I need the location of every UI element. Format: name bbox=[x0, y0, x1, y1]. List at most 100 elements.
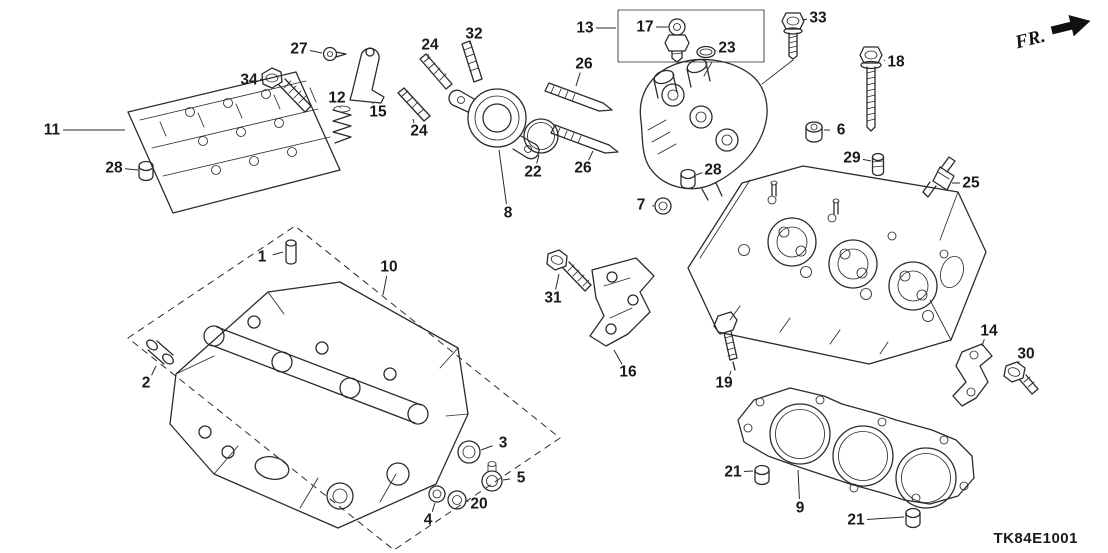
leader-line-29 bbox=[862, 158, 872, 162]
leader-line-8 bbox=[498, 149, 507, 205]
leader-line-5 bbox=[502, 478, 511, 481]
callout-14: 14 bbox=[980, 323, 998, 340]
leader-line-21 bbox=[743, 470, 754, 473]
callout-20: 20 bbox=[470, 496, 487, 513]
leader-line-22 bbox=[536, 154, 540, 164]
part-28-sealing-plug-left bbox=[138, 160, 154, 182]
callout-32: 32 bbox=[465, 26, 482, 43]
part-2-dowel-pin bbox=[146, 339, 174, 365]
leader-line-1 bbox=[272, 251, 284, 256]
callout-31: 31 bbox=[544, 290, 562, 307]
leader-line-30 bbox=[1017, 360, 1020, 365]
callout-9: 9 bbox=[796, 500, 805, 517]
callout-24: 24 bbox=[421, 37, 439, 54]
part-11-rocker-arm-assembly bbox=[127, 71, 341, 214]
callout-26: 26 bbox=[574, 160, 592, 177]
part-5-valve-seal bbox=[481, 461, 503, 492]
callout-26: 26 bbox=[575, 56, 593, 73]
rear-cylinder-head bbox=[687, 165, 987, 365]
leader-line-26 bbox=[575, 72, 581, 87]
part-34-flange-bolt bbox=[261, 67, 312, 113]
fr-arrow-icon bbox=[1050, 15, 1091, 37]
part-24-stud-lower bbox=[397, 87, 431, 122]
leader-line-19 bbox=[729, 370, 732, 376]
leader-line-4 bbox=[431, 502, 436, 512]
callout-2: 2 bbox=[142, 375, 151, 392]
part-13-spool-valve-assembly bbox=[639, 58, 768, 201]
leader-line-18 bbox=[883, 59, 886, 61]
callout-3: 3 bbox=[499, 435, 508, 452]
leader-line-14 bbox=[981, 338, 985, 347]
part-31-flange-bolt bbox=[546, 249, 592, 292]
leader-line-28 bbox=[695, 172, 703, 176]
leader-line-33 bbox=[801, 18, 808, 21]
part-17-oil-pressure-switch bbox=[664, 18, 690, 63]
leader-line-3 bbox=[480, 445, 493, 451]
callout-6: 6 bbox=[837, 122, 846, 139]
callout-8: 8 bbox=[504, 205, 513, 222]
part-30-flange-bolt bbox=[1003, 361, 1039, 395]
part-20-washer bbox=[447, 490, 467, 510]
part-29-stud bbox=[871, 152, 885, 177]
callout-29: 29 bbox=[843, 150, 861, 167]
part-8-camshaft-end-cover bbox=[448, 88, 540, 160]
part-4-washer bbox=[428, 485, 446, 503]
callout-5: 5 bbox=[517, 470, 526, 487]
part-15-bracket-arm bbox=[349, 47, 385, 104]
callout-33: 33 bbox=[809, 10, 827, 27]
part-22-o-ring bbox=[523, 118, 559, 154]
part-23-o-ring bbox=[696, 45, 716, 59]
callout-28: 28 bbox=[105, 160, 123, 177]
callout-17: 17 bbox=[636, 19, 653, 36]
part-18-long-bolt bbox=[859, 46, 883, 132]
callout-23: 23 bbox=[718, 40, 736, 57]
callout-12: 12 bbox=[328, 90, 345, 107]
leader-line-16 bbox=[613, 349, 623, 365]
part-3-spring-seat bbox=[457, 440, 481, 464]
callout-22: 22 bbox=[524, 164, 541, 181]
leader-line-24 bbox=[412, 118, 415, 124]
part-12-spring bbox=[332, 105, 352, 144]
callout-27: 27 bbox=[290, 41, 307, 58]
part-7-seal-ring bbox=[654, 197, 672, 215]
part-19-spark-plug bbox=[713, 311, 738, 371]
part-21-plug-left bbox=[754, 464, 770, 486]
callout-21: 21 bbox=[847, 512, 865, 529]
part-24-stud-upper bbox=[419, 53, 453, 90]
part-27-screw bbox=[322, 46, 347, 62]
part-16-bracket bbox=[589, 257, 655, 347]
diagram-code: TK84E1001 bbox=[993, 530, 1078, 547]
part-9-head-gasket bbox=[737, 387, 975, 509]
leader-line-28 bbox=[124, 168, 139, 171]
callout-30: 30 bbox=[1017, 346, 1034, 363]
leader-line-9 bbox=[797, 469, 800, 500]
callout-4: 4 bbox=[424, 512, 433, 529]
callout-24: 24 bbox=[410, 123, 428, 140]
leader-line-20 bbox=[466, 500, 469, 503]
callout-21: 21 bbox=[724, 464, 742, 481]
leader-line-26 bbox=[588, 150, 594, 161]
callout-28: 28 bbox=[704, 162, 722, 179]
callout-1: 1 bbox=[258, 249, 267, 266]
callout-7: 7 bbox=[637, 197, 646, 214]
leader-line-2 bbox=[151, 365, 157, 376]
leader-line-27 bbox=[309, 50, 323, 54]
callout-18: 18 bbox=[887, 54, 905, 71]
part-6-cap-bolt bbox=[805, 121, 823, 143]
callout-19: 19 bbox=[715, 375, 733, 392]
callout-16: 16 bbox=[619, 364, 637, 381]
part-28-sealing-plug-right bbox=[680, 168, 696, 190]
part-10-front-cylinder-head bbox=[169, 281, 469, 529]
callout-13: 13 bbox=[576, 20, 594, 37]
part-21-plug-right bbox=[905, 507, 921, 529]
part-26-stud-lower bbox=[550, 124, 619, 154]
part-33-flange-bolt bbox=[781, 12, 805, 60]
callout-10: 10 bbox=[380, 259, 397, 276]
part-32-stud bbox=[461, 40, 483, 83]
part-26-stud-upper bbox=[544, 82, 613, 112]
fr-label: FR. bbox=[1012, 26, 1047, 54]
leader-line-10 bbox=[382, 275, 388, 296]
part-14-bracket bbox=[952, 343, 993, 407]
